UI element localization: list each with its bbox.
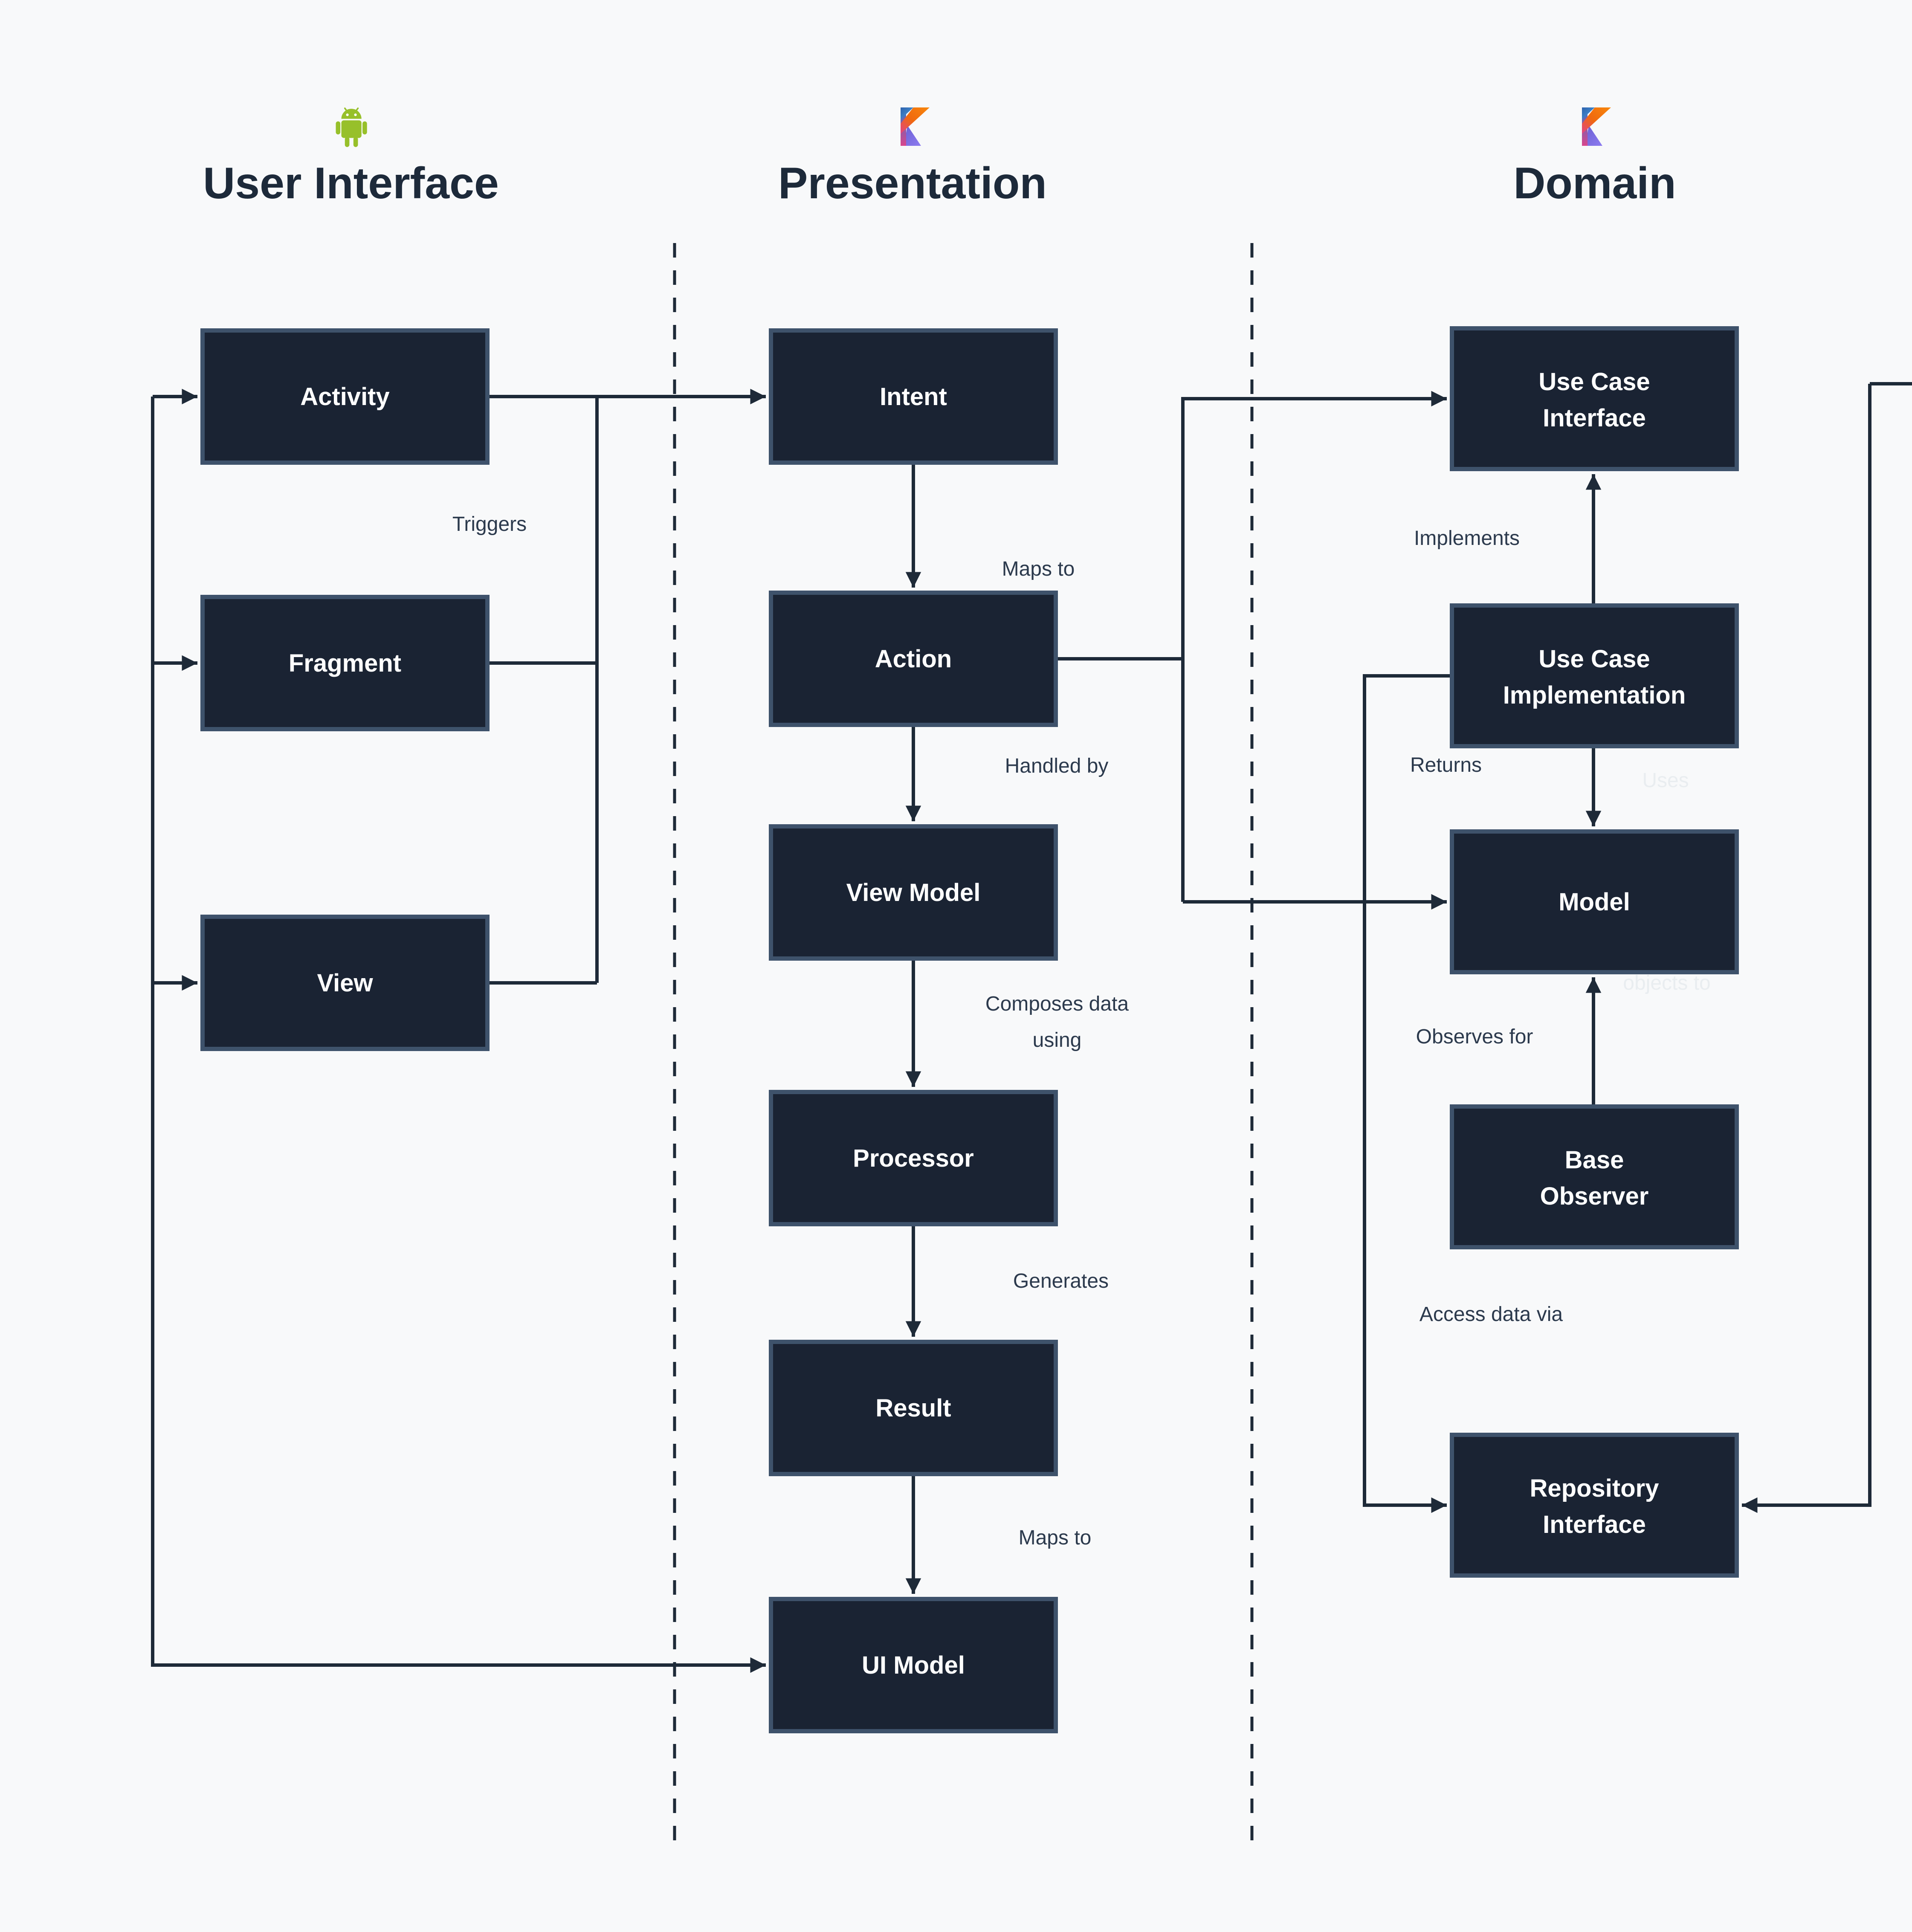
svg-text:View Model: View Model bbox=[846, 879, 981, 907]
svg-text:Action: Action bbox=[875, 645, 952, 673]
node-result: Result bbox=[769, 1340, 1058, 1476]
edge-loop-to-ui-model bbox=[151, 397, 766, 1673]
edge-implementation-to-repository bbox=[1363, 674, 1452, 1513]
node-view-model: View Model bbox=[769, 824, 1058, 961]
edge-label-returns: Returns bbox=[1410, 754, 1482, 776]
node-use-case-interface: Use Case Interface bbox=[1450, 326, 1739, 471]
edge-label-objects-to-faded: objects to bbox=[1623, 972, 1710, 994]
svg-text:Implementation: Implementation bbox=[1503, 681, 1686, 709]
kotlin-icon bbox=[1582, 107, 1611, 146]
node-view: View bbox=[200, 915, 490, 1051]
edge-label-handled-by: Handled by bbox=[1005, 755, 1109, 777]
node-processor: Processor bbox=[769, 1090, 1058, 1226]
edge-label-access-data-via: Access data via bbox=[1420, 1303, 1563, 1326]
node-fragment: Fragment bbox=[200, 595, 490, 731]
edge-label-maps-to-1: Maps to bbox=[1002, 558, 1075, 580]
svg-text:Use Case: Use Case bbox=[1538, 645, 1650, 673]
edge-label-triggers: Triggers bbox=[452, 513, 527, 536]
node-base-observer: Base Observer bbox=[1450, 1104, 1739, 1249]
svg-text:Processor: Processor bbox=[853, 1144, 974, 1172]
edge-label-generates: Generates bbox=[1013, 1270, 1109, 1292]
edge-label-composes-line2: using bbox=[1033, 1029, 1082, 1051]
header-domain: Domain bbox=[1513, 107, 1676, 208]
edge-label-uses-faded: Uses bbox=[1642, 769, 1689, 792]
android-icon bbox=[335, 107, 368, 148]
svg-text:Fragment: Fragment bbox=[289, 649, 401, 677]
edge-label-implements: Implements bbox=[1414, 527, 1520, 550]
header-user-interface: User Interface bbox=[203, 107, 499, 208]
svg-text:Use Case: Use Case bbox=[1538, 368, 1650, 396]
column-title-presentation: Presentation bbox=[778, 159, 1047, 208]
edge-label-maps-to-2: Maps to bbox=[1019, 1526, 1092, 1549]
edge-collector-to-use-case-interface bbox=[1181, 391, 1447, 902]
svg-text:Repository: Repository bbox=[1530, 1474, 1659, 1502]
column-title-domain: Domain bbox=[1513, 159, 1676, 208]
node-model: Model bbox=[1450, 829, 1739, 974]
node-activity: Activity bbox=[200, 328, 490, 465]
node-repository-interface: Repository Interface bbox=[1450, 1433, 1739, 1578]
node-intent: Intent bbox=[769, 328, 1058, 465]
node-ui-model: UI Model bbox=[769, 1597, 1058, 1733]
svg-text:Activity: Activity bbox=[300, 383, 390, 411]
svg-text:Base: Base bbox=[1565, 1146, 1624, 1174]
edge-right-to-repository bbox=[1742, 384, 1871, 1513]
svg-text:Intent: Intent bbox=[880, 383, 947, 411]
node-action: Action bbox=[769, 591, 1058, 727]
svg-text:Model: Model bbox=[1559, 888, 1630, 916]
svg-text:View: View bbox=[317, 969, 373, 997]
svg-text:UI Model: UI Model bbox=[862, 1651, 965, 1679]
svg-text:Result: Result bbox=[875, 1394, 951, 1422]
svg-text:Interface: Interface bbox=[1543, 404, 1646, 432]
column-title-user-interface: User Interface bbox=[203, 159, 499, 208]
svg-text:Interface: Interface bbox=[1543, 1511, 1646, 1538]
edge-label-observes-for: Observes for bbox=[1416, 1025, 1533, 1048]
kotlin-icon bbox=[901, 107, 930, 146]
header-presentation: Presentation bbox=[778, 107, 1047, 208]
edge-label-composes-line1: Composes data bbox=[985, 993, 1129, 1015]
node-use-case-implementation: Use Case Implementation bbox=[1450, 603, 1739, 748]
svg-text:Observer: Observer bbox=[1540, 1182, 1649, 1210]
